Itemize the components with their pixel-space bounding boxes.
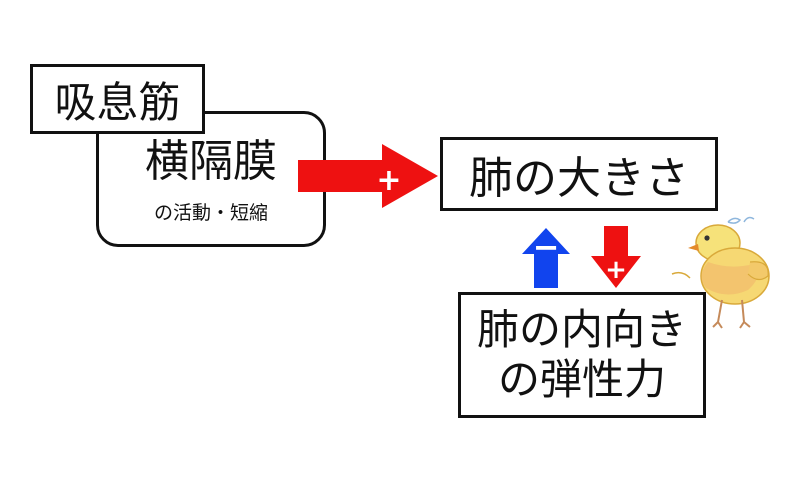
elastic-force-line1: 肺の内向き: [476, 304, 687, 354]
inspiratory-muscles-box: 吸息筋: [30, 64, 205, 134]
lung-size-label: 肺の大きさ: [469, 153, 689, 204]
elastic-force-line2: の弾性力: [497, 355, 666, 404]
chick-drawing: [671, 216, 770, 329]
diaphragm-subtitle: の活動・短縮: [153, 202, 268, 224]
arrow-diaphragm-sign: +: [376, 163, 401, 198]
arrow-elastic-sign: −: [533, 228, 560, 266]
elastic-force-box: 肺の内向き の弾性力: [458, 292, 706, 418]
inspiratory-muscles-label: 吸息筋: [54, 77, 181, 127]
arrow-diaphragm-to-lung: +: [298, 144, 438, 208]
diaphragm-box: 横隔膜 の活動・短縮: [96, 111, 326, 247]
arrow-lung-to-elastic: +: [591, 226, 641, 288]
arrow-elastic-to-lung: −: [522, 228, 570, 288]
lung-size-box: 肺の大きさ: [440, 137, 718, 211]
arrow-lung-to-elastic-sign: +: [605, 255, 627, 285]
diaphragm-title: 横隔膜: [145, 136, 277, 187]
